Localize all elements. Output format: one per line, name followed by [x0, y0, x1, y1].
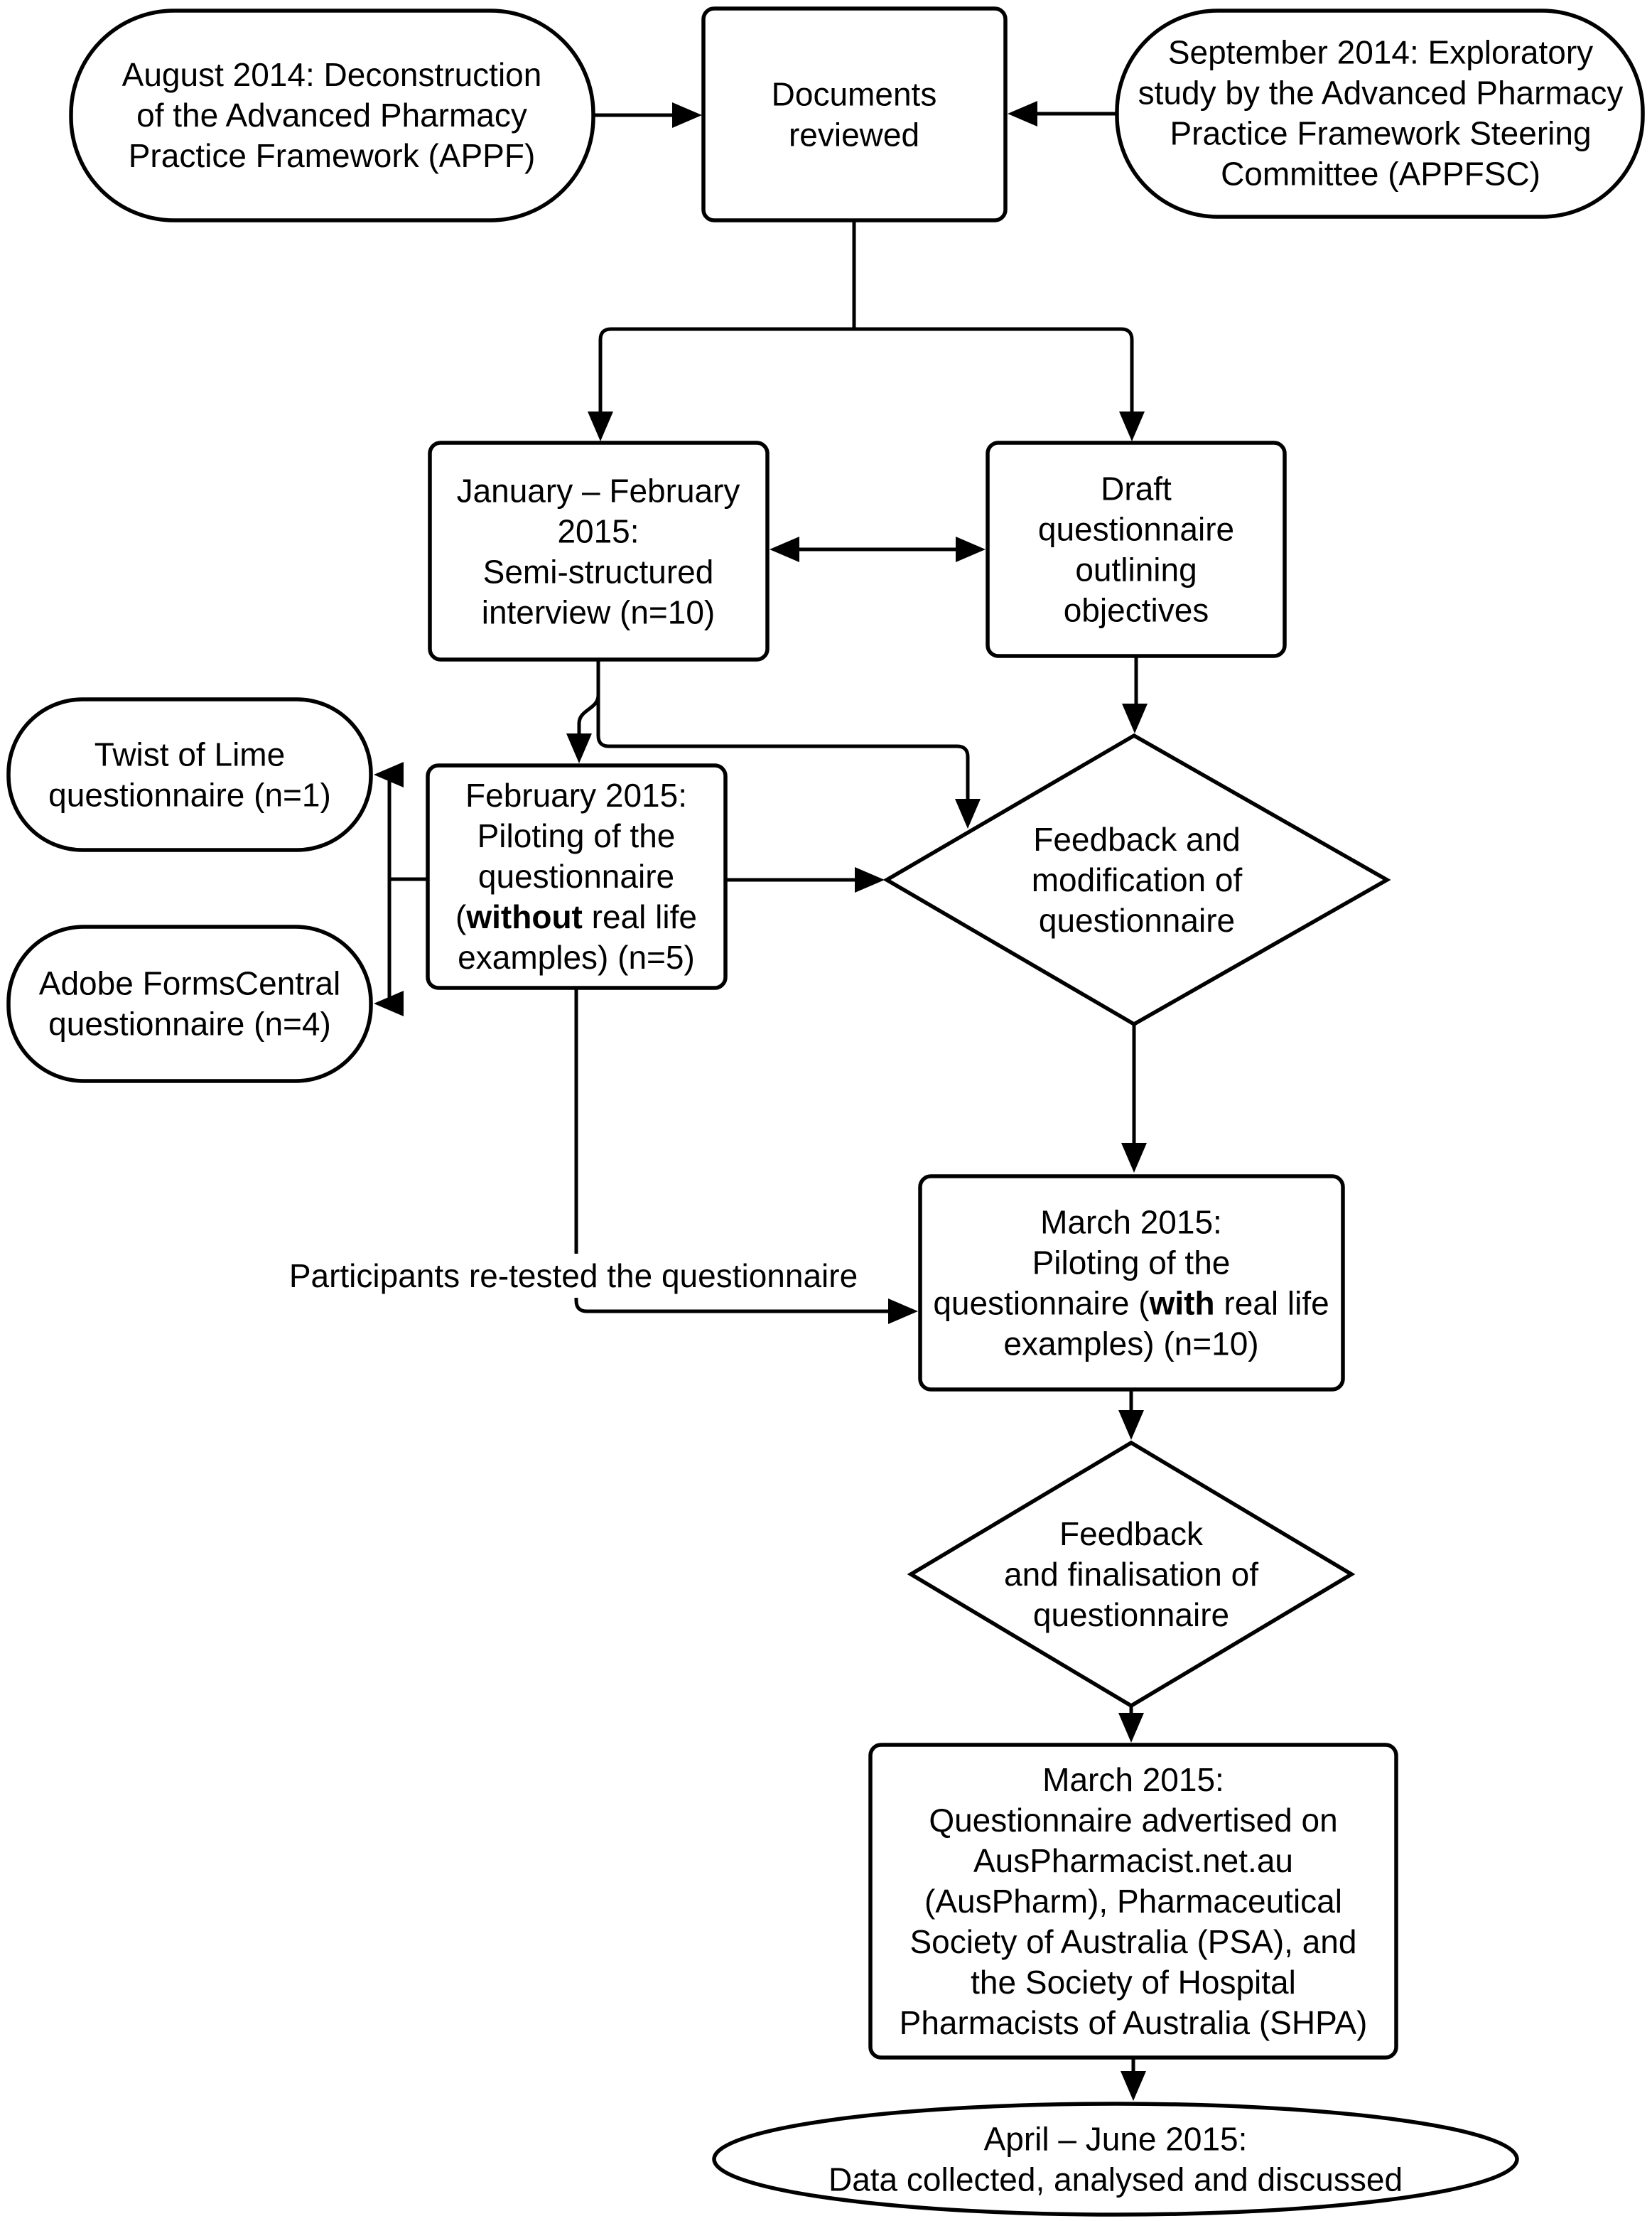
edge-interview-feedbackmod [596, 660, 970, 800]
retest-label: Participants re-tested the questionnaire [289, 1257, 858, 1294]
arrowhead [588, 412, 613, 441]
node-feedback-mod-shape [882, 733, 1391, 1027]
node-documents-shape [701, 6, 1008, 222]
arrowhead [888, 1298, 918, 1324]
arrowhead [566, 733, 592, 763]
arrowhead [855, 867, 885, 893]
arrowhead [770, 537, 799, 562]
node-appf-shape [69, 9, 595, 222]
edge-interview-pilot [577, 660, 600, 735]
node-pilot-without-shape [426, 763, 728, 990]
node-collected-shape [712, 2102, 1519, 2217]
arrowhead [1121, 1143, 1147, 1173]
node-appfsc-shape [1115, 9, 1645, 219]
edges [374, 101, 1148, 2101]
arrowhead [1008, 101, 1037, 127]
node-adobe-shape [6, 925, 373, 1083]
arrowhead [1122, 704, 1148, 733]
edge-split-left [598, 327, 854, 413]
node-pilot-with-shape [918, 1174, 1345, 1392]
arrowhead [1121, 2071, 1146, 2101]
node-advertised-shape [868, 1743, 1398, 2060]
arrowhead [1118, 1410, 1144, 1440]
arrowhead [956, 537, 986, 562]
arrowhead [374, 991, 404, 1016]
node-feedback-final-shape [907, 1440, 1356, 1709]
arrowhead [955, 799, 981, 829]
label-halo [249, 1254, 899, 1298]
edge-split-right [854, 327, 1134, 413]
arrowhead [672, 102, 702, 128]
edge-retest [574, 988, 890, 1313]
node-collected-label: April – June 2015:Data collected, analys… [828, 2121, 1403, 2198]
arrowhead [374, 762, 404, 787]
shapes [6, 6, 1645, 2217]
arrowhead [1119, 412, 1145, 441]
arrowhead [1118, 1713, 1144, 1743]
node-twist-shape [6, 697, 373, 852]
node-draft-shape [986, 441, 1287, 658]
node-interview-shape [428, 441, 770, 662]
